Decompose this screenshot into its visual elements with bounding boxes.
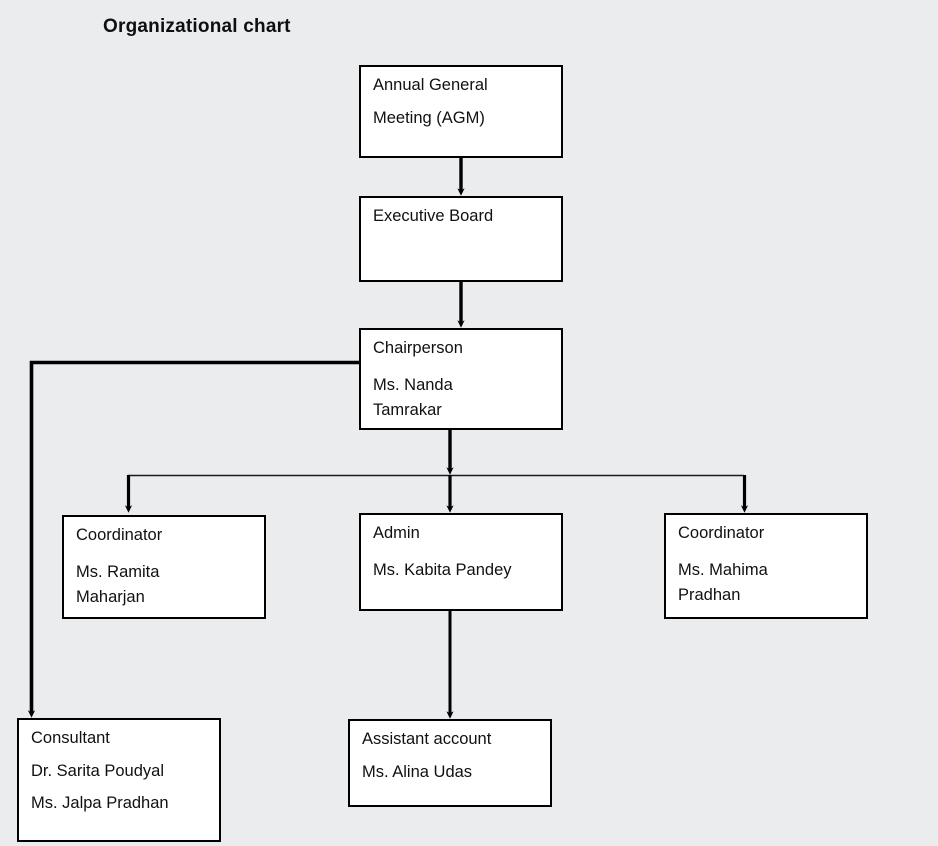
node-board-role: Executive Board <box>373 207 494 225</box>
node-admin-role: Admin <box>373 524 420 542</box>
node-assistant-account[interactable]: Assistant account Ms. Alina Udas <box>348 719 552 807</box>
node-assistant-role: Assistant account <box>362 730 492 748</box>
page-title: Organizational chart <box>103 16 291 37</box>
node-agm-role-cont: Meeting (AGM) <box>373 108 485 127</box>
node-coordinator-left-role: Coordinator <box>76 526 163 544</box>
node-chair-role: Chairperson <box>373 339 463 357</box>
node-consultant-person-2: Ms. Jalpa Pradhan <box>31 794 169 812</box>
node-coordinator-right-role: Coordinator <box>678 524 765 542</box>
node-consultant-person-1: Dr. Sarita Poudyal <box>31 761 164 780</box>
node-consultant[interactable]: Consultant Dr. Sarita Poudyal Ms. Jalpa … <box>17 718 221 842</box>
node-chair-person: Ms. Nanda Tamrakar <box>373 375 453 420</box>
node-assistant-person: Ms. Alina Udas <box>362 762 473 781</box>
node-coordinator-right-person: Ms. Mahima Pradhan <box>678 560 768 605</box>
node-coordinator-mahima[interactable]: Coordinator Ms. Mahima Pradhan <box>664 513 868 619</box>
node-annual-general-meeting[interactable]: Annual General Meeting (AGM) <box>359 65 563 158</box>
node-consultant-role: Consultant <box>31 729 110 747</box>
node-agm-role: Annual General <box>373 76 488 94</box>
node-coordinator-left-person: Ms. Ramita Maharjan <box>76 562 160 607</box>
node-executive-board[interactable]: Executive Board <box>359 196 563 282</box>
node-coordinator-ramita[interactable]: Coordinator Ms. Ramita Maharjan <box>62 515 266 619</box>
node-chairperson[interactable]: Chairperson Ms. Nanda Tamrakar <box>359 328 563 430</box>
connector-chair-to-consultant <box>27 360 359 718</box>
node-admin-person: Ms. Kabita Pandey <box>373 560 512 579</box>
node-admin[interactable]: Admin Ms. Kabita Pandey <box>359 513 563 611</box>
